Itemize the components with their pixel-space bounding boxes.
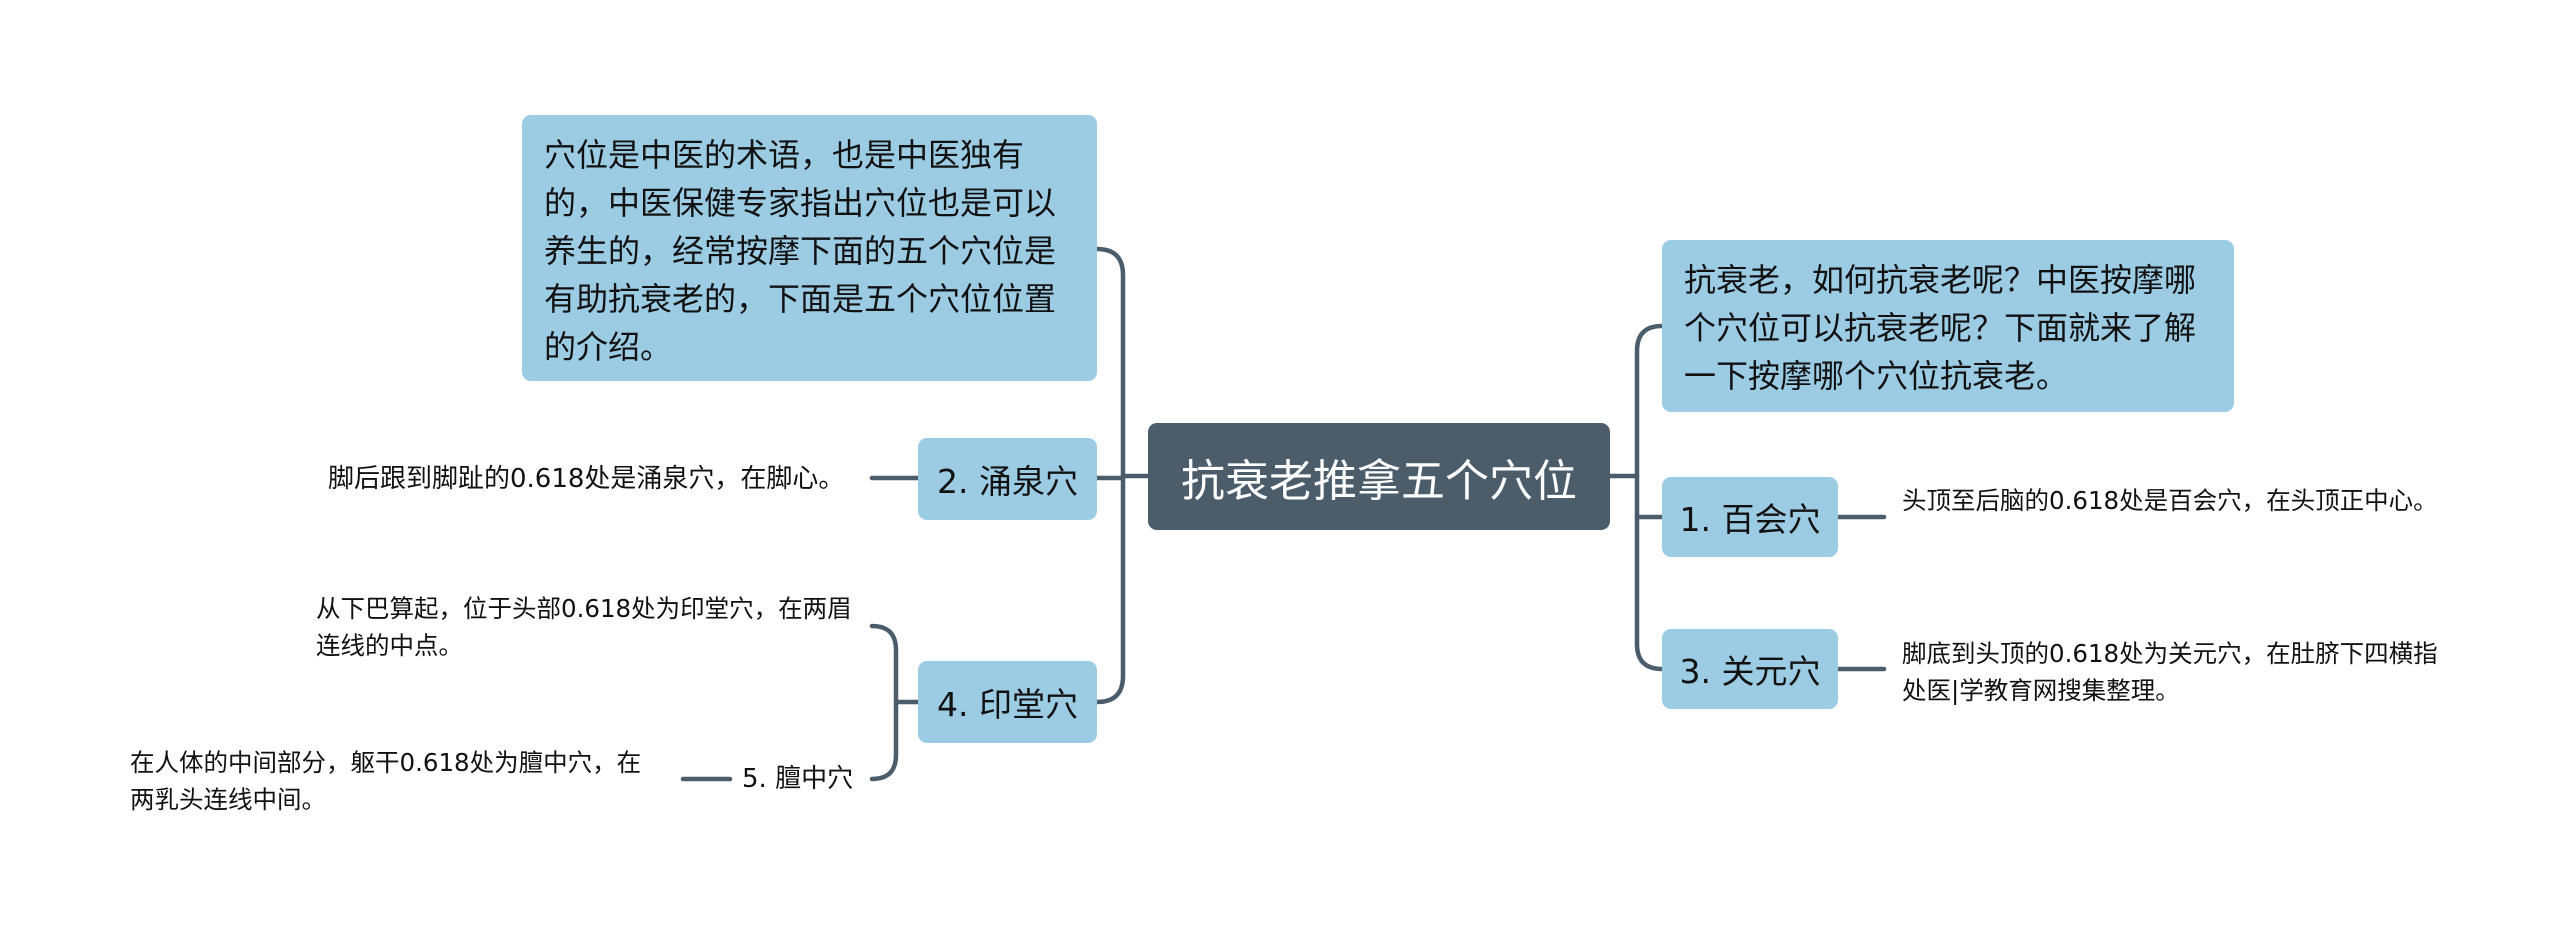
yongquan-detail: 脚后跟到脚趾的0.618处是涌泉穴，在脚心。 (328, 463, 845, 494)
link-yintang-sub (869, 623, 899, 782)
branch-baihui[interactable]: 1. 百会穴 (1662, 477, 1838, 557)
yintang-detail: 从下巴算起，位于头部0.618处为印堂穴，在两眉连线的中点。 (316, 594, 852, 660)
baihui-detail: 头顶至后脑的0.618处是百会穴，在头顶正中心。 (1902, 486, 2438, 515)
guanyuan-detail: 脚底到头顶的0.618处为关元穴，在肚脐下四横指处医|学教育网搜集整理。 (1902, 639, 2438, 705)
root-topic[interactable]: 抗衰老推拿五个穴位 (1148, 423, 1610, 530)
link-left-spine (1094, 246, 1126, 705)
branch-yintang[interactable]: 4. 印堂穴 (918, 661, 1097, 743)
left-intro-node[interactable]: 穴位是中医的术语，也是中医独有的，中医保健专家指出穴位也是可以养生的，经常按摩下… (522, 115, 1097, 381)
link-right-spine (1634, 323, 1665, 672)
branch-guanyuan[interactable]: 3. 关元穴 (1662, 629, 1838, 709)
right-intro-node[interactable]: 抗衰老，如何抗衰老呢？中医按摩哪个穴位可以抗衰老呢？下面就来了解一下按摩哪个穴位… (1662, 240, 2234, 412)
tanzhong-detail: 在人体的中间部分，躯干0.618处为膻中穴，在两乳头连线中间。 (130, 748, 642, 814)
branch-tanzhong[interactable]: 5. 膻中穴 (742, 763, 854, 794)
branch-yongquan[interactable]: 2. 涌泉穴 (918, 438, 1097, 520)
